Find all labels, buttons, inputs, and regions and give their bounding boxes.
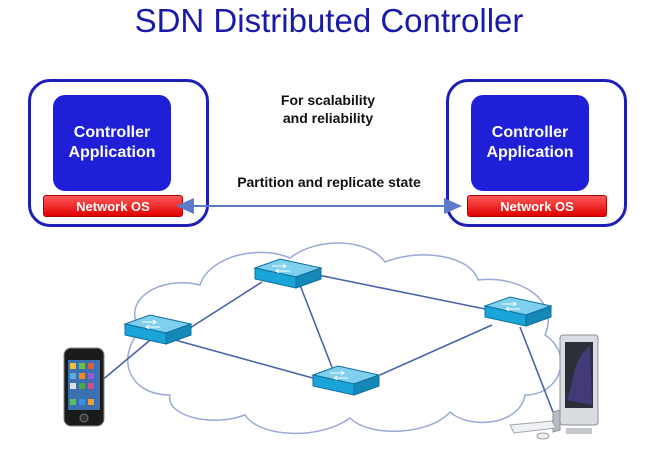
desktop-computer-icon [509, 334, 599, 440]
page-title: SDN Distributed Controller [134, 2, 524, 39]
switch-icon [483, 296, 553, 327]
network-links [87, 274, 554, 413]
controller-left: Controller Application Network OS [28, 79, 209, 227]
controller-application-box: Controller Application [471, 95, 589, 191]
controller-application-box: Controller Application [53, 95, 171, 191]
switch-icon [123, 314, 193, 345]
network-os-box: Network OS [467, 195, 607, 217]
replicate-note: Partition and replicate state [237, 174, 421, 190]
smartphone-icon [63, 347, 105, 427]
controller-right: Controller Application Network OS [446, 79, 627, 227]
network-cloud [127, 242, 562, 435]
scalability-note-line1: For scalability [280, 92, 376, 108]
scalability-note: For scalability and reliability [228, 91, 428, 127]
network-os-box: Network OS [43, 195, 183, 217]
switch-icon [253, 258, 323, 289]
switch-icon [311, 365, 381, 396]
scalability-note-line2: and reliability [282, 110, 374, 126]
